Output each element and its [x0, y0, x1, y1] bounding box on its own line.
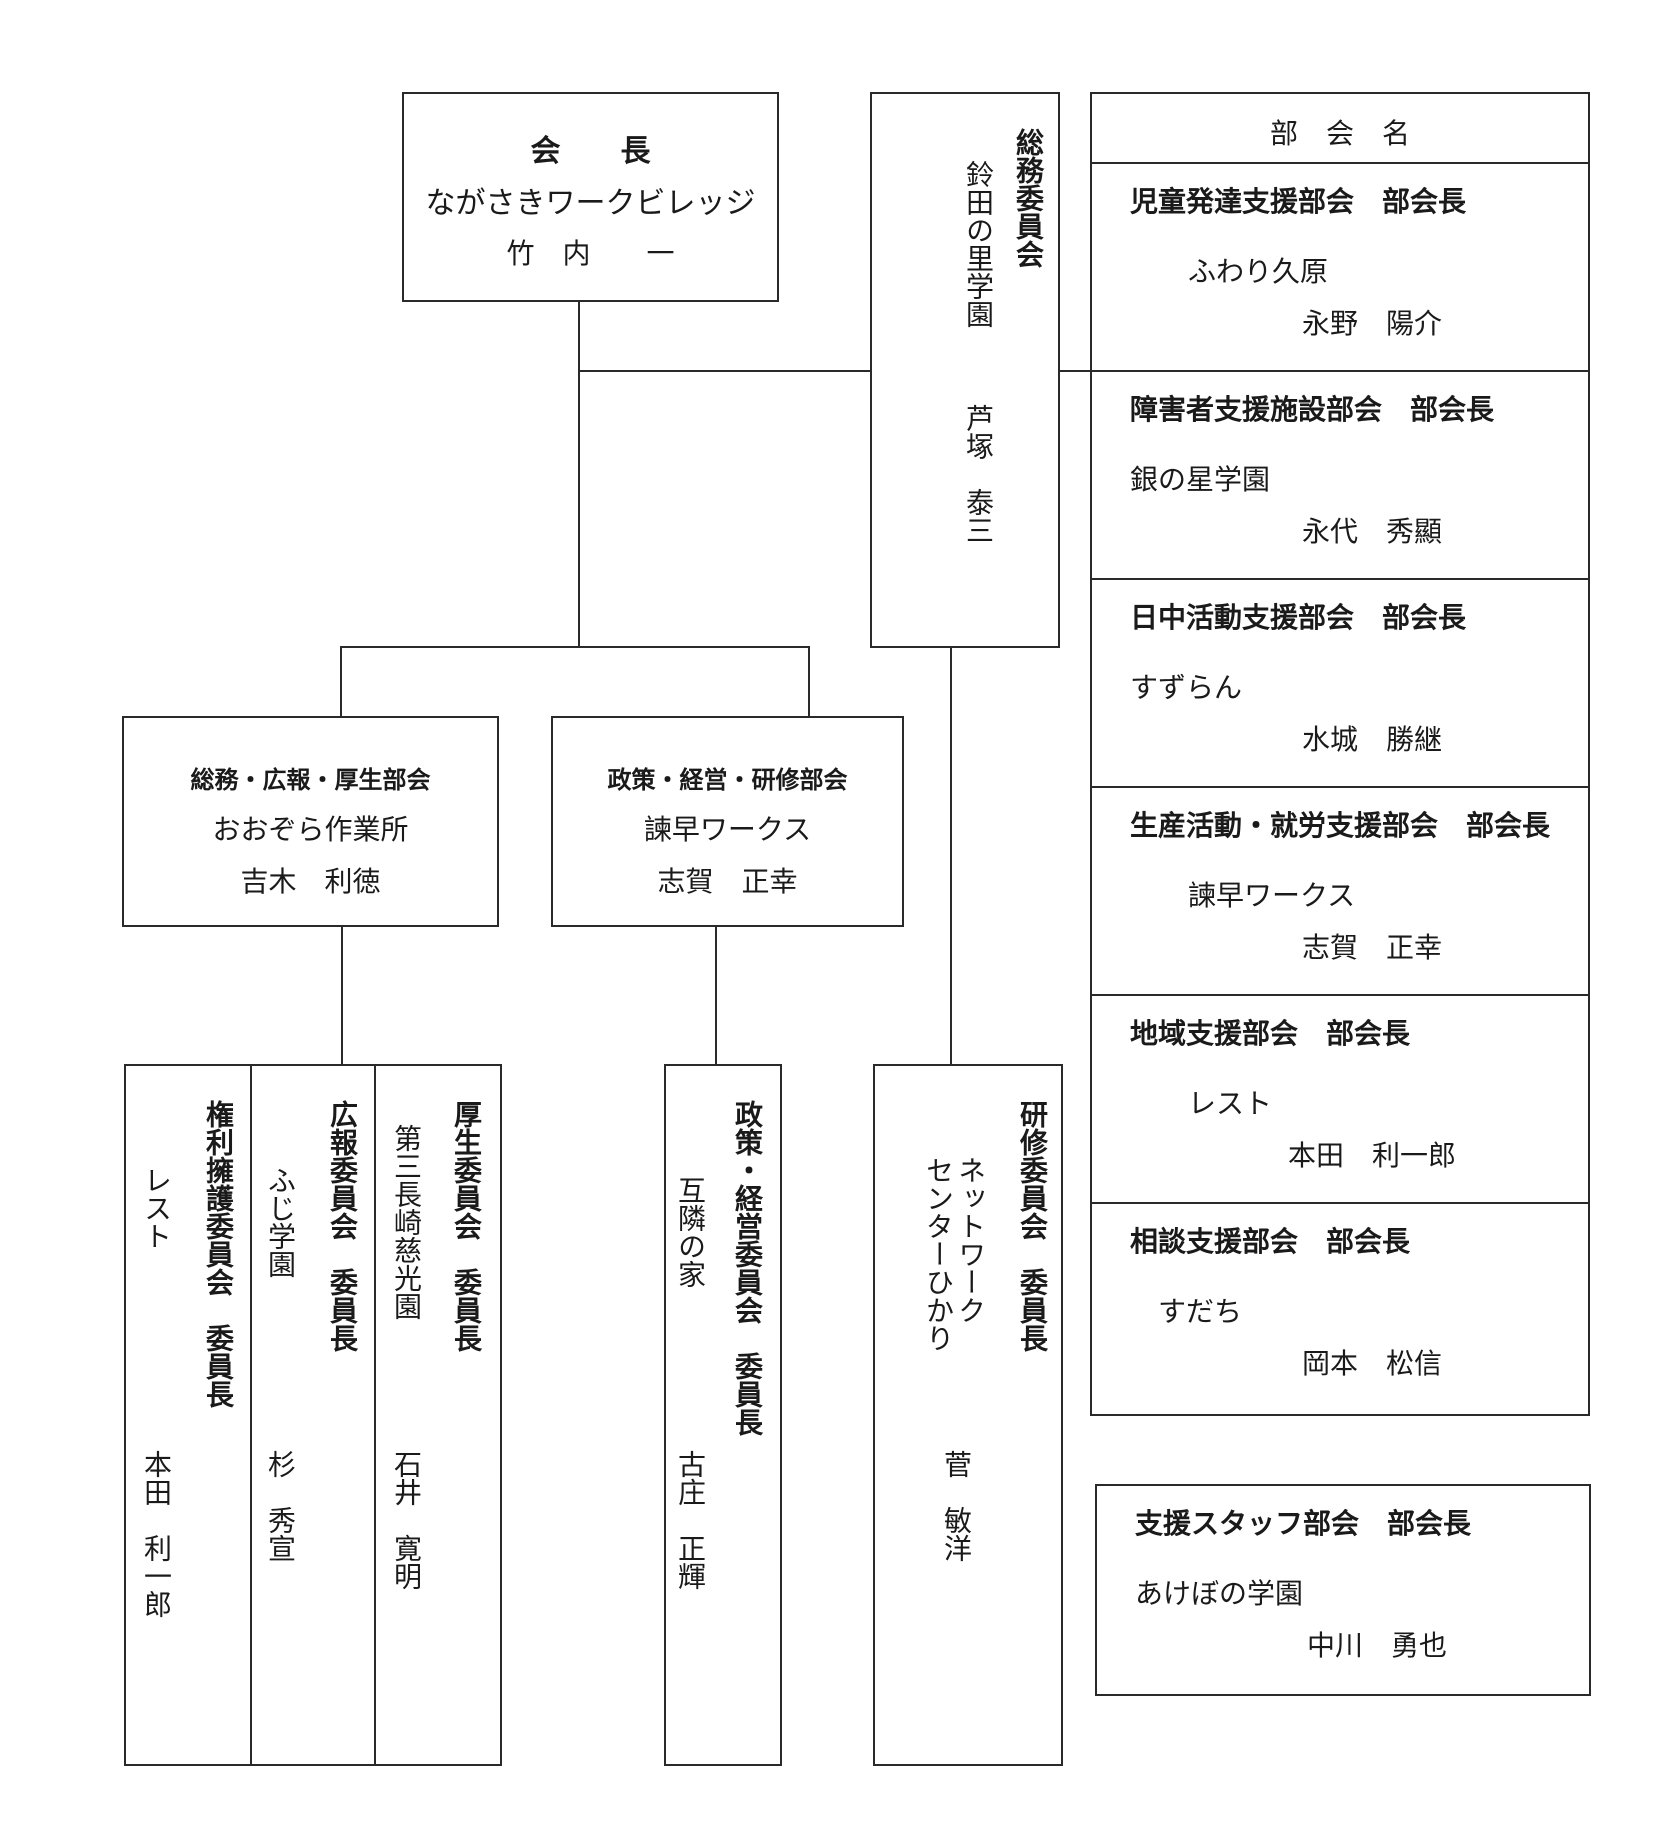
general-affairs-committee-box: 総務委員会 鈴田の里学園 芦塚 泰三	[870, 92, 1060, 648]
sub-committee-org: ふじ学園	[264, 1166, 297, 1278]
sub-committee-box-policy	[664, 1064, 782, 1766]
connector-branch-right	[808, 646, 810, 718]
committee-title: 総務・広報・厚生部会	[190, 766, 431, 794]
sub-committee-org-line2: センターひかり	[922, 1156, 955, 1352]
division-title: 地域支援部会 部会長	[1130, 1017, 1411, 1050]
sub-committee-box-training	[873, 1064, 1063, 1766]
division-org: 銀の星学園	[1130, 463, 1271, 496]
sub-committee-title: 権利擁護委員会 委員長	[202, 1100, 235, 1408]
sub-committee-name: 菅 敏洋	[940, 1450, 973, 1562]
division-row: 障害者支援施設部会 部会長 銀の星学園 永代 秀顯	[1090, 370, 1590, 580]
division-title: 児童発達支援部会 部会長	[1130, 185, 1467, 218]
sub-committee-group-box	[124, 1064, 502, 1766]
division-org: すずらん	[1130, 671, 1243, 704]
division-name: 志賀 正幸	[1302, 931, 1443, 964]
general-affairs-committee-org: 鈴田の里学園	[962, 160, 995, 328]
sub-committee-org: レスト	[140, 1166, 173, 1250]
division-org: ふわり久原	[1188, 255, 1329, 288]
sub-committee-title: 広報委員会 委員長	[326, 1100, 359, 1352]
sub-committee-name: 杉 秀宣	[264, 1450, 297, 1562]
division-title: 生産活動・就労支援部会 部会長	[1130, 809, 1551, 842]
sub-committee-org-line1: ネットワーク	[954, 1156, 987, 1324]
connector-branch-left	[340, 646, 342, 718]
sub-committee-title: 厚生委員会 委員長	[450, 1100, 483, 1352]
divisions-header-label: 部 会 名	[1269, 117, 1410, 150]
division-name: 永野 陽介	[1302, 307, 1443, 340]
division-title: 日中活動支援部会 部会長	[1130, 601, 1467, 634]
division-org: 諫早ワークス	[1188, 879, 1356, 912]
division-org: レスト	[1188, 1087, 1273, 1120]
committee-title: 政策・経営・研修部会	[607, 766, 848, 794]
connector-branch-horizontal	[340, 646, 810, 648]
support-staff-title: 支援スタッフ部会 部会長	[1135, 1507, 1472, 1540]
support-staff-division-box: 支援スタッフ部会 部会長 あけぼの学園 中川 勇也	[1095, 1484, 1591, 1696]
connector-president-to-committee	[578, 370, 872, 372]
general-affairs-committee-title: 総務委員会	[1012, 128, 1045, 268]
sub-committee-divider	[374, 1064, 376, 1766]
division-title: 障害者支援施設部会 部会長	[1130, 393, 1495, 426]
division-row: 日中活動支援部会 部会長 すずらん 水城 勝継	[1090, 578, 1590, 788]
division-name: 本田 利一郎	[1288, 1139, 1457, 1172]
president-org: ながさきワークビレッジ	[425, 186, 756, 221]
sub-committee-title: 政策・経営委員会 委員長	[731, 1100, 764, 1436]
sub-committee-org: 第三長崎慈光園	[390, 1124, 423, 1320]
sub-committee-title: 研修委員会 委員長	[1016, 1100, 1049, 1352]
connector-president-down	[578, 302, 580, 646]
division-row: 地域支援部会 部会長 レスト 本田 利一郎	[1090, 994, 1590, 1204]
committee-box-policy: 政策・経営・研修部会 諫早ワークス 志賀 正幸	[551, 716, 904, 927]
connector-committee-left-down	[341, 925, 343, 1065]
committee-org: 諫早ワークス	[643, 813, 812, 846]
division-row: 相談支援部会 部会長 すだち 岡本 松信	[1090, 1202, 1590, 1416]
support-staff-name: 中川 勇也	[1307, 1629, 1448, 1662]
division-name: 永代 秀顯	[1302, 515, 1443, 548]
sub-committee-name: 本田 利一郎	[140, 1450, 173, 1618]
support-staff-org: あけぼの学園	[1135, 1577, 1304, 1610]
division-row: 生産活動・就労支援部会 部会長 諫早ワークス 志賀 正幸	[1090, 786, 1590, 996]
sub-committee-org: 互隣の家	[674, 1176, 707, 1288]
division-name: 岡本 松信	[1302, 1347, 1443, 1380]
president-title: 会 長	[530, 134, 651, 169]
division-org: すだち	[1158, 1295, 1243, 1328]
connector-committee-right-down	[715, 925, 717, 1065]
connector-committee-to-divisions	[1058, 370, 1092, 372]
committee-box-general: 総務・広報・厚生部会 おおぞら作業所 吉木 利徳	[122, 716, 499, 927]
president-box: 会 長 ながさきワークビレッジ 竹 内 一	[402, 92, 779, 302]
sub-committee-divider	[250, 1064, 252, 1766]
division-row: 児童発達支援部会 部会長 ふわり久原 永野 陽介	[1090, 162, 1590, 372]
general-affairs-committee-name: 芦塚 泰三	[962, 404, 995, 544]
president-name: 竹 内 一	[506, 237, 675, 270]
sub-committee-name: 古庄 正輝	[674, 1450, 707, 1590]
division-title: 相談支援部会 部会長	[1130, 1225, 1411, 1258]
sub-committee-name: 石井 寛明	[390, 1450, 423, 1590]
committee-org: おおぞら作業所	[212, 813, 409, 846]
divisions-header: 部 会 名	[1090, 92, 1590, 164]
connector-general-to-training	[950, 648, 952, 1065]
committee-name: 吉木 利徳	[240, 865, 381, 898]
committee-name: 志賀 正幸	[657, 865, 798, 898]
divisions-table: 部 会 名 児童発達支援部会 部会長 ふわり久原 永野 陽介 障害者支援施設部会…	[1090, 92, 1590, 1416]
division-name: 水城 勝継	[1302, 723, 1443, 756]
